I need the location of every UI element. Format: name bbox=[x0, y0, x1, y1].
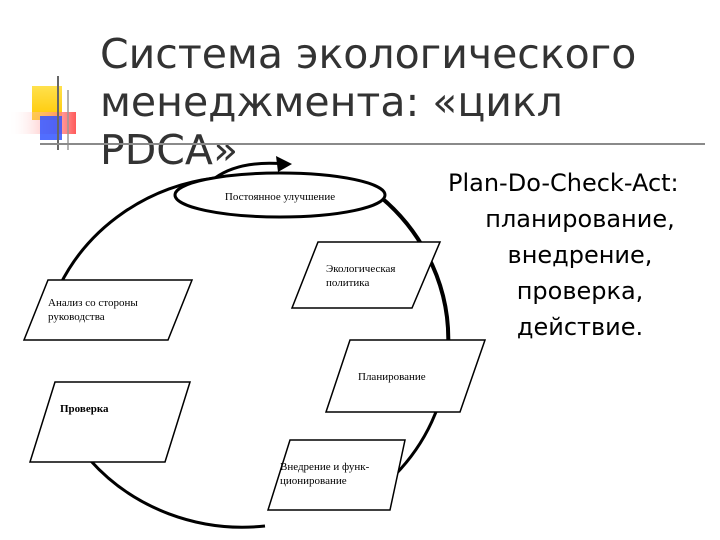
node-implementation-label-2: ционирование bbox=[280, 475, 347, 487]
slide-logo bbox=[8, 76, 76, 150]
pdca-item-do: внедрение, bbox=[507, 241, 653, 269]
node-continuous-improvement: Постоянное улучшение bbox=[173, 171, 387, 219]
pdca-heading: Plan-Do-Check-Act: bbox=[448, 169, 679, 197]
title-divider bbox=[40, 143, 705, 145]
pdca-item-check: проверка, bbox=[516, 277, 644, 305]
node-management-review: Анализ со стороны руководства bbox=[22, 279, 194, 341]
cycle-arc-top-arrow bbox=[214, 161, 286, 180]
node-review-label-1: Анализ со стороны bbox=[48, 297, 138, 309]
node-policy-label-2: политика bbox=[326, 277, 369, 289]
node-planning-label: Планирование bbox=[358, 371, 426, 383]
node-continuous-improvement-label: Постоянное улучшение bbox=[225, 191, 335, 203]
cycle-arc-bottom bbox=[88, 459, 266, 529]
pdca-item-act: действие. bbox=[516, 313, 644, 341]
node-check-label: Проверка bbox=[60, 403, 109, 415]
node-review-label-2: руководства bbox=[48, 311, 105, 323]
pdca-cycle-diagram: Постоянное улучшение Экологическая полит… bbox=[22, 156, 487, 529]
slide-title: Система экологического менеджмента: «цик… bbox=[100, 30, 700, 174]
slide-title-line-1: Система экологического bbox=[100, 30, 637, 78]
logo-blue-square bbox=[40, 116, 62, 140]
node-implementation-label-1: Внедрение и функ- bbox=[280, 461, 370, 473]
node-environmental-policy: Экологическая политика bbox=[290, 241, 442, 309]
pdca-description: Plan-Do-Check-Act: планирование, внедрен… bbox=[440, 165, 720, 345]
node-check: Проверка bbox=[28, 381, 192, 463]
node-implementation: Внедрение и функ- ционирование bbox=[266, 439, 406, 511]
node-policy-label-1: Экологическая bbox=[326, 263, 395, 275]
pdca-item-plan: планирование, bbox=[485, 205, 675, 233]
slide-title-line-2: менеджмента: «цикл PDCA» bbox=[100, 78, 563, 174]
cycle-arrow-head bbox=[276, 156, 292, 172]
node-planning: Планирование bbox=[324, 339, 487, 413]
